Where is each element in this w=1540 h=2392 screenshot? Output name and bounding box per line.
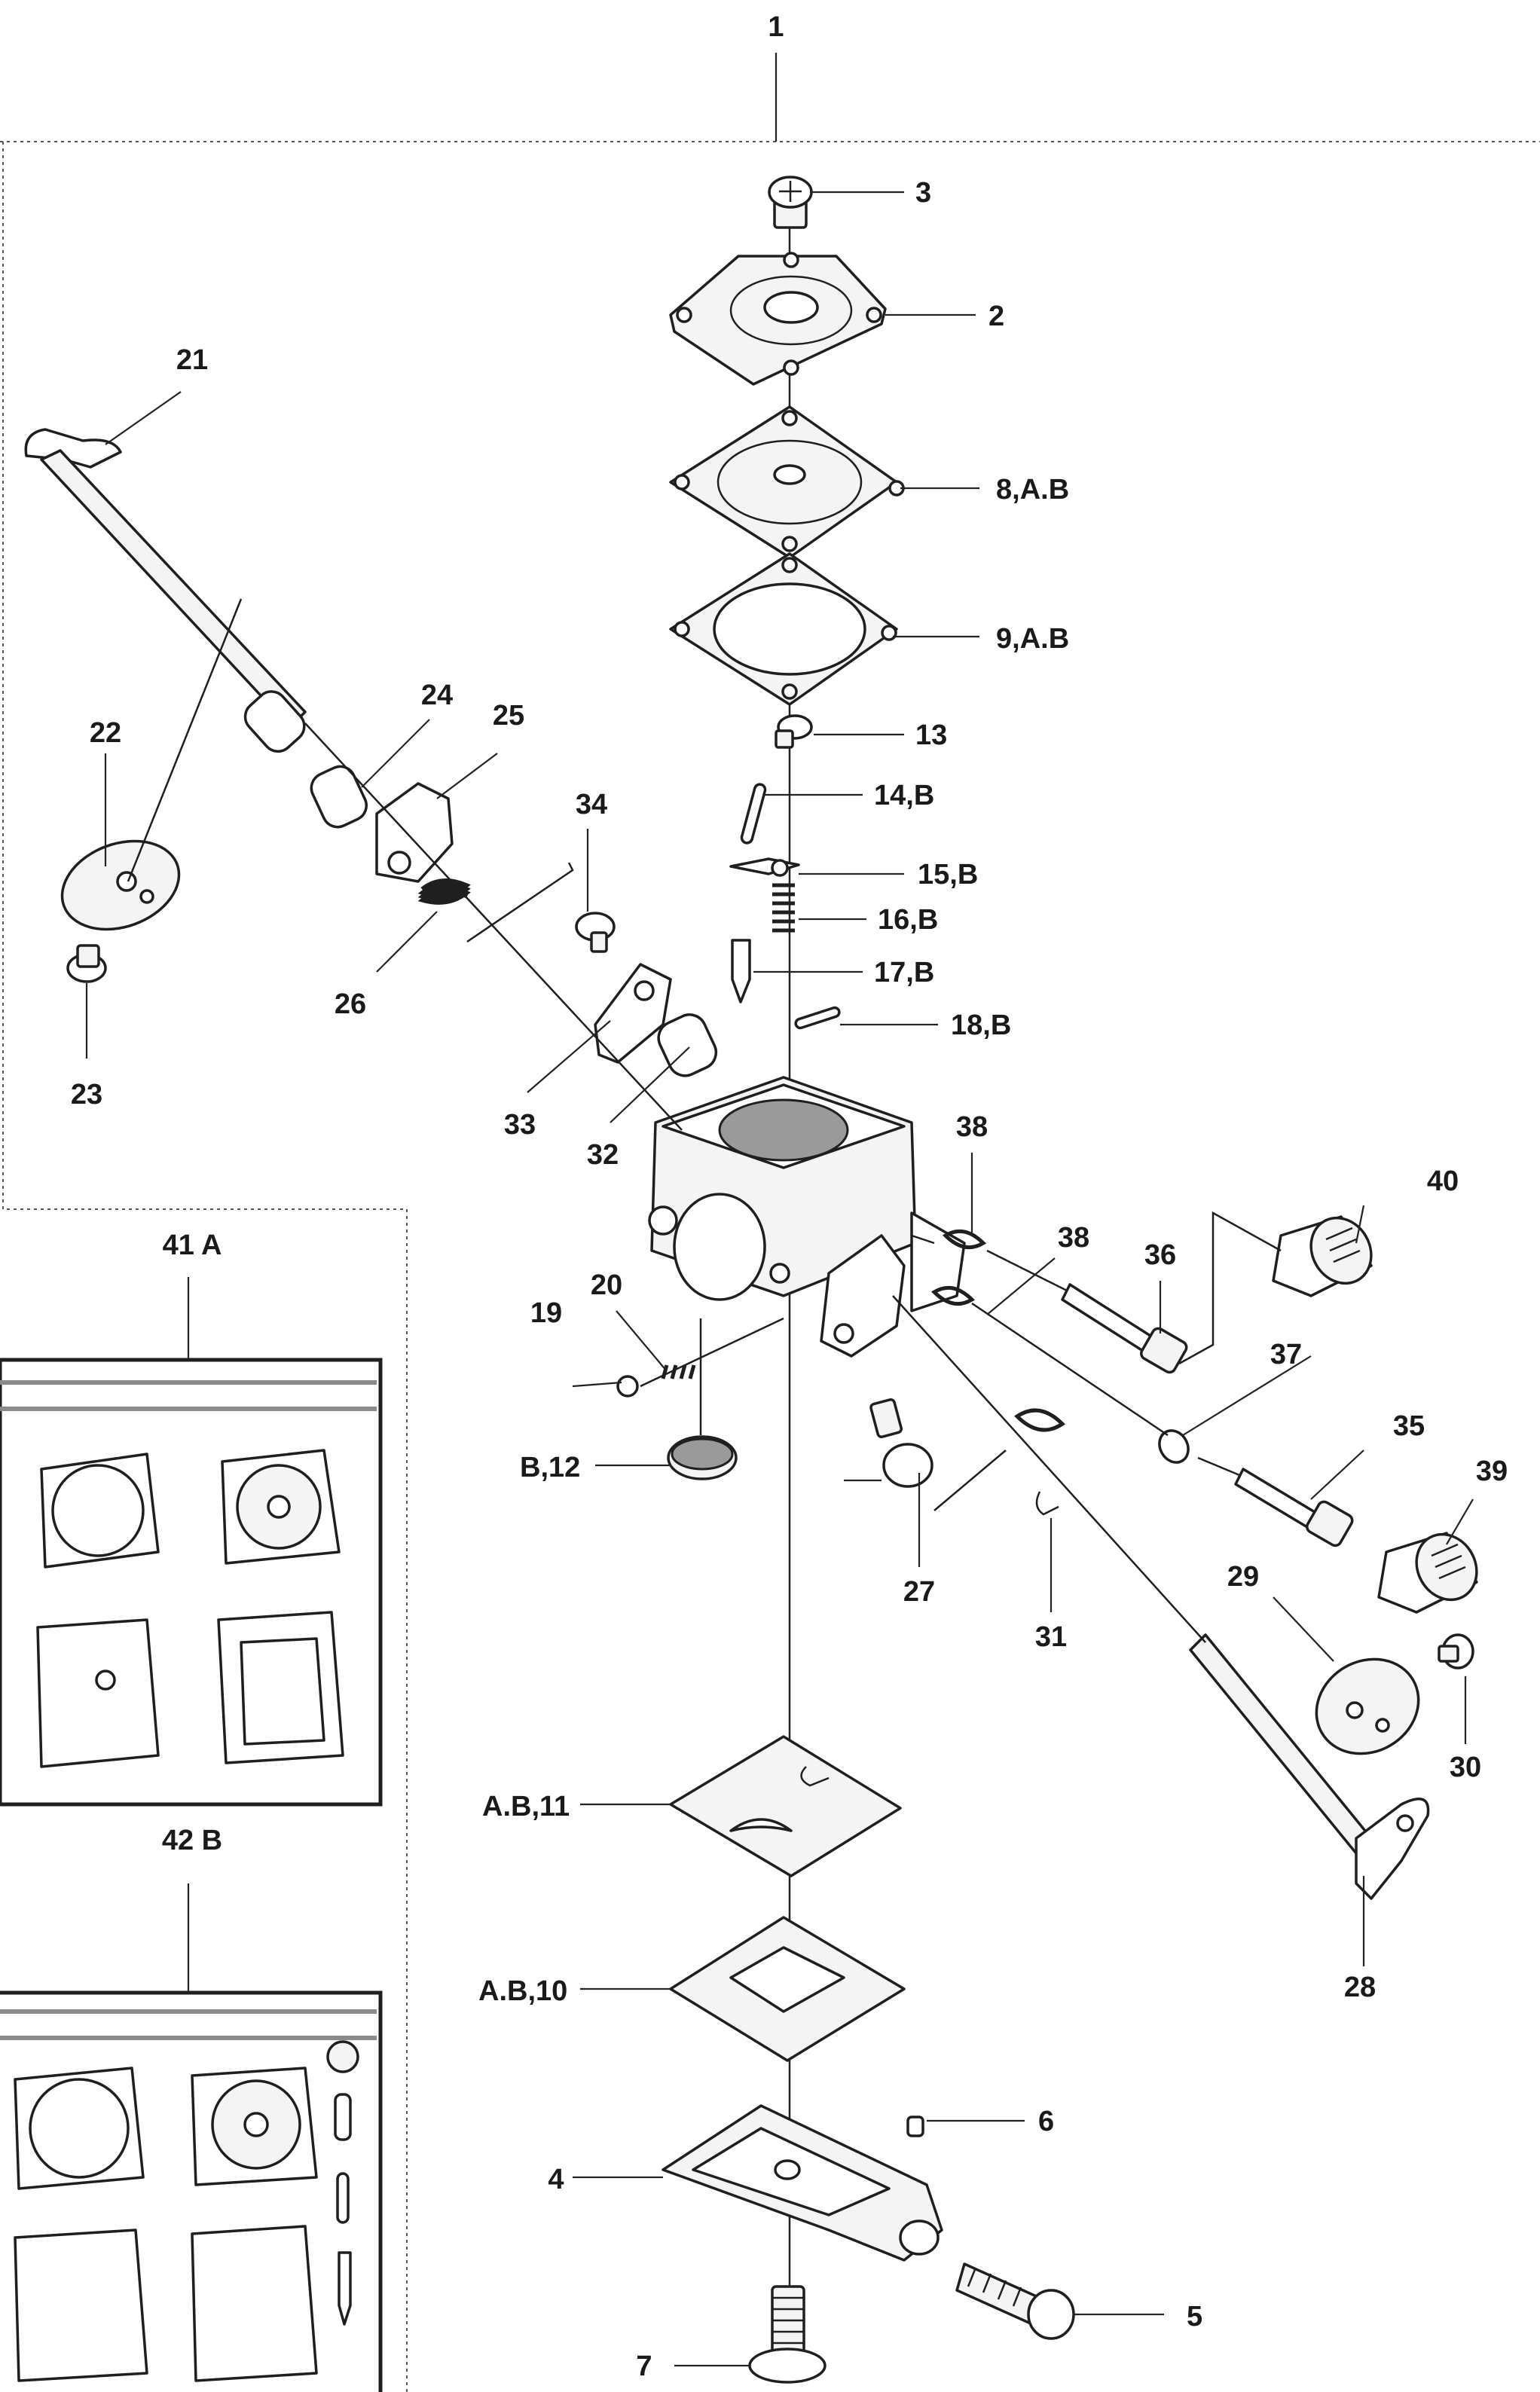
label-28: 28 <box>1344 1972 1376 2003</box>
choke-axis <box>892 1295 1206 1643</box>
label-7: 7 <box>636 2351 652 2382</box>
spring-31 <box>933 1408 1065 1516</box>
screw-5 <box>955 2262 1075 2340</box>
bushing-24 <box>310 765 368 829</box>
label-2: 2 <box>988 301 1004 332</box>
label-4: 4 <box>548 2164 564 2195</box>
label-30: 30 <box>1450 1752 1481 1783</box>
lever-25 <box>375 782 454 883</box>
throttle-shaft-21 <box>24 428 307 753</box>
leader-lines <box>85 53 1474 2367</box>
spring-38-upper <box>942 1229 987 1250</box>
label-34: 34 <box>576 789 607 820</box>
spring-26 <box>417 862 574 943</box>
label-18: 18,B <box>951 1010 1011 1041</box>
label-19: 19 <box>530 1297 562 1329</box>
label-29: 29 <box>1227 1561 1259 1593</box>
label-5: 5 <box>1187 2301 1202 2332</box>
spring-38-lower <box>930 1285 976 1306</box>
limiter-cap-39 <box>1377 1532 1478 1614</box>
diaphragm-8 <box>669 405 905 559</box>
screw-3 <box>768 176 813 229</box>
spring-20 <box>661 1364 696 1379</box>
label-3: 3 <box>915 177 931 209</box>
gasket-10 <box>669 1916 906 2062</box>
pin-18 <box>794 1006 841 1030</box>
label-38a: 38 <box>956 1111 988 1143</box>
choke-shaft-28 <box>1189 1633 1430 1900</box>
gasket-9 <box>669 552 898 706</box>
choke-valve-29 <box>1315 1657 1420 1755</box>
part-labels: 1 3 2 8,A.B 9,A.B 13 14,B 15,B 16,B 17,B… <box>71 11 1508 2382</box>
limiter-cap-40 <box>1272 1215 1373 1297</box>
filter-12 <box>667 1435 738 1480</box>
screw-7 <box>748 2285 827 2384</box>
label-10: A.B,10 <box>478 1975 567 2007</box>
pin-14 <box>740 783 767 845</box>
label-37: 37 <box>1270 1339 1302 1370</box>
label-1: 1 <box>768 11 784 43</box>
pump-cover-4 <box>662 2104 943 2262</box>
screw-30 <box>1438 1633 1474 1670</box>
label-36: 36 <box>1144 1239 1176 1271</box>
needle-35 <box>1197 1456 1354 1547</box>
shaft-axis <box>304 722 683 1131</box>
filter-axis <box>640 1317 784 1435</box>
label-13: 13 <box>915 719 947 751</box>
label-31: 31 <box>1035 1621 1067 1653</box>
assembly-boundary-left <box>2 142 408 2392</box>
label-24: 24 <box>421 680 453 711</box>
label-15: 15,B <box>918 859 978 891</box>
valve22-line <box>127 598 243 882</box>
label-39: 39 <box>1476 1456 1508 1487</box>
label-14: 14,B <box>874 780 934 811</box>
kit-42b <box>0 1990 383 2392</box>
label-22: 22 <box>90 717 121 749</box>
o-ring-37 <box>1158 1429 1190 1464</box>
mixture-axis <box>911 1234 1169 1437</box>
label-12: B,12 <box>520 1452 580 1483</box>
label-38b: 38 <box>1058 1222 1089 1254</box>
throttle-valve-22 <box>60 839 181 931</box>
label-11: A.B,11 <box>482 1791 570 1822</box>
ball-19 <box>616 1375 639 1398</box>
screw-34 <box>575 912 616 953</box>
gasket-11 <box>669 1735 902 1877</box>
cover-plate-2 <box>669 252 887 386</box>
needle-17 <box>731 939 751 1004</box>
carburetor-body <box>648 1076 966 1358</box>
label-20: 20 <box>591 1269 622 1301</box>
screw-27 <box>869 1398 933 1488</box>
label-26: 26 <box>335 988 366 1020</box>
label-32: 32 <box>587 1139 619 1171</box>
bushing-32 <box>657 1013 718 1077</box>
screw-23 <box>66 944 107 983</box>
label-25: 25 <box>493 700 524 732</box>
needle-36 <box>986 1249 1188 1374</box>
label-41a: 41 A <box>163 1230 222 1261</box>
label-8: 8,A.B <box>996 474 1069 506</box>
label-23: 23 <box>71 1079 102 1110</box>
label-42b: 42 B <box>162 1825 222 1856</box>
screw-13 <box>775 714 813 749</box>
label-21: 21 <box>176 344 208 376</box>
lever-33 <box>594 963 672 1064</box>
plug-6 <box>906 2116 924 2137</box>
label-16: 16,B <box>878 904 938 936</box>
label-33: 33 <box>504 1109 536 1141</box>
label-35: 35 <box>1393 1410 1425 1442</box>
label-9: 9,A.B <box>996 623 1069 655</box>
cap-axis <box>1178 1211 1282 1365</box>
kit-41a <box>0 1358 383 1807</box>
label-17: 17,B <box>874 957 934 988</box>
lever-15 <box>729 857 800 877</box>
label-40: 40 <box>1427 1165 1459 1197</box>
spring-16 <box>772 883 795 933</box>
label-27: 27 <box>903 1576 935 1608</box>
label-6: 6 <box>1038 2106 1054 2137</box>
